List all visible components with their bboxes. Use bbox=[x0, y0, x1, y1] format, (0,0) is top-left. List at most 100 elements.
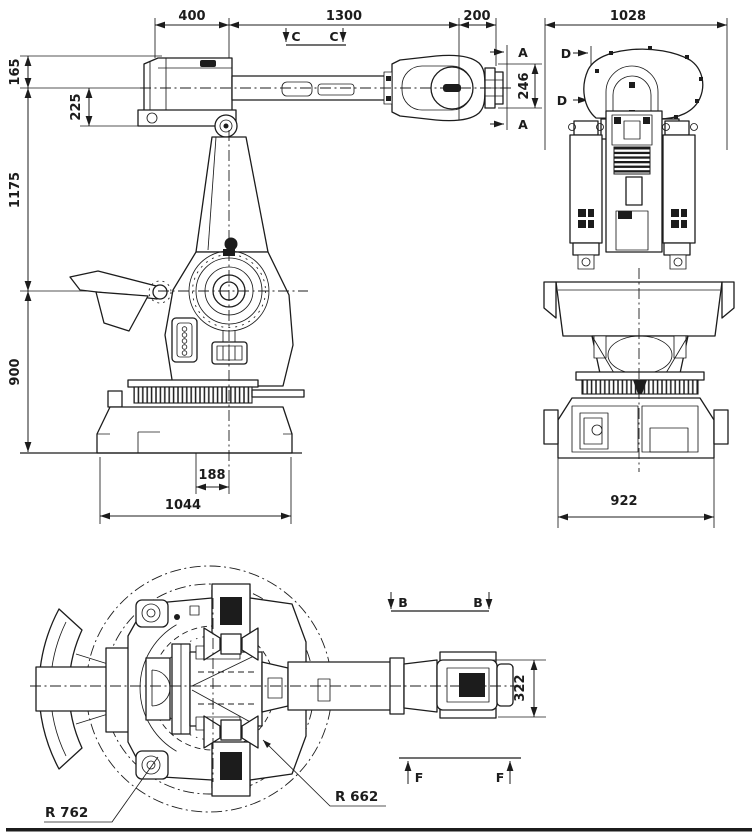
page-bottom-border bbox=[6, 828, 752, 832]
dim-400: 400 bbox=[178, 9, 205, 24]
dim-1300: 1300 bbox=[326, 9, 362, 24]
lug-top-hole bbox=[146, 608, 156, 618]
dim-1044: 1044 bbox=[165, 498, 201, 513]
pin bbox=[181, 350, 188, 356]
bolt bbox=[596, 123, 604, 131]
gearbox-braces bbox=[191, 655, 255, 725]
plan-arm-detail bbox=[317, 678, 331, 702]
bolt bbox=[690, 123, 698, 131]
pedestal-tab-right bbox=[673, 335, 687, 359]
section-a-bottom: A bbox=[518, 117, 528, 132]
housing-wing-left bbox=[543, 281, 557, 319]
dim-922: 922 bbox=[610, 494, 637, 509]
dimension-labels: 400 1300 200 165 225 1175 900 246 188 10… bbox=[8, 9, 646, 821]
section-c-right: C bbox=[329, 29, 338, 44]
pedestal-tab-left bbox=[593, 335, 607, 359]
front-extension-lines bbox=[544, 18, 728, 528]
arm-bracket bbox=[137, 109, 237, 127]
gearbox-arch bbox=[151, 669, 171, 707]
left-cylinder-rod bbox=[577, 254, 595, 270]
left-rod-eye bbox=[581, 257, 591, 267]
left-cylinder-foot bbox=[572, 242, 600, 256]
base-body-details bbox=[97, 431, 292, 453]
motor-top-core bbox=[220, 597, 242, 625]
gear-center-wedge bbox=[633, 380, 647, 394]
base-door-right-inner bbox=[649, 427, 689, 453]
connector-panel-inner bbox=[176, 322, 193, 358]
gearbox-block bbox=[189, 651, 263, 727]
column-mid-plate bbox=[625, 176, 643, 206]
wrist-arch-outer bbox=[605, 65, 659, 119]
dim-188: 188 bbox=[198, 468, 225, 483]
base-door-left-inner bbox=[579, 412, 609, 450]
front-turntable-plate bbox=[575, 371, 705, 381]
datum-dot bbox=[174, 614, 180, 620]
arm-access-cover-1 bbox=[281, 81, 313, 97]
section-labels: C C A A D D B B F F bbox=[291, 29, 571, 785]
dim-322: 322 bbox=[513, 674, 528, 701]
axis2-motor-dot bbox=[224, 237, 238, 251]
section-d-bottom: D bbox=[557, 93, 567, 108]
lug-bottom-hole bbox=[146, 760, 156, 770]
plan-wrist-core bbox=[459, 673, 485, 697]
base-body bbox=[96, 406, 293, 454]
housing-wing-right bbox=[721, 281, 735, 319]
bolt bbox=[568, 123, 576, 131]
base-door-left bbox=[571, 405, 639, 453]
pin bbox=[181, 332, 188, 338]
turntable-plate bbox=[127, 379, 259, 388]
front-base-tab-right bbox=[713, 409, 729, 445]
dim-200: 200 bbox=[463, 9, 490, 24]
pedestal-braces bbox=[591, 335, 689, 374]
motor-bottom-core bbox=[220, 752, 242, 780]
abb-logo-mark bbox=[200, 60, 216, 67]
column-top-box bbox=[611, 114, 653, 146]
counterweight-blade bbox=[95, 291, 149, 332]
plan-wrist-cap bbox=[496, 663, 514, 707]
gear-side-bar bbox=[251, 389, 305, 398]
arm-access-cover-2 bbox=[317, 83, 355, 96]
section-f-right: F bbox=[496, 770, 505, 785]
connector-pins bbox=[181, 326, 188, 356]
front-base-tab-left bbox=[543, 409, 559, 445]
lower-arm-column bbox=[195, 136, 269, 253]
base-foot-tab bbox=[107, 390, 123, 408]
lower-arm-edge bbox=[207, 136, 217, 251]
wrist-mount-bolts bbox=[386, 76, 391, 101]
front-view bbox=[543, 18, 735, 528]
small-boss bbox=[189, 605, 200, 616]
upper-arm-end-blob bbox=[583, 48, 704, 120]
pin bbox=[181, 344, 188, 350]
motor-top-hub bbox=[220, 633, 242, 655]
gearbox-left-cap bbox=[145, 657, 171, 721]
dim-246: 246 bbox=[517, 72, 532, 99]
arm-coupling bbox=[261, 661, 289, 713]
base-door-knob bbox=[591, 424, 603, 436]
label-r762: R 762 bbox=[45, 805, 88, 821]
base-gear-ring bbox=[133, 386, 253, 404]
plan-view bbox=[30, 565, 546, 823]
plan-centerlines bbox=[30, 598, 524, 782]
waist-motor-block bbox=[211, 341, 248, 365]
section-b-right: B bbox=[473, 595, 483, 610]
motor-top-wings bbox=[203, 627, 259, 661]
housing-arc bbox=[139, 624, 177, 752]
abb-logo-mark-wrist bbox=[443, 84, 461, 92]
dim-225: 225 bbox=[69, 93, 84, 120]
lever-joint bbox=[152, 284, 168, 300]
side-centerlines bbox=[140, 87, 512, 472]
pin bbox=[181, 338, 188, 344]
elbow-joint-center bbox=[223, 123, 229, 129]
lug-top-ring bbox=[141, 603, 161, 623]
waist-motor-details bbox=[216, 345, 243, 361]
rear-plate bbox=[105, 647, 131, 733]
bracket-bolt bbox=[146, 112, 158, 124]
motor-bottom-wings bbox=[203, 715, 259, 749]
waist-shaft bbox=[222, 331, 236, 342]
plan-wrist-inner bbox=[446, 667, 490, 703]
pin bbox=[181, 326, 188, 332]
coupling-detail bbox=[267, 677, 283, 699]
right-cylinder-rod bbox=[669, 254, 687, 270]
